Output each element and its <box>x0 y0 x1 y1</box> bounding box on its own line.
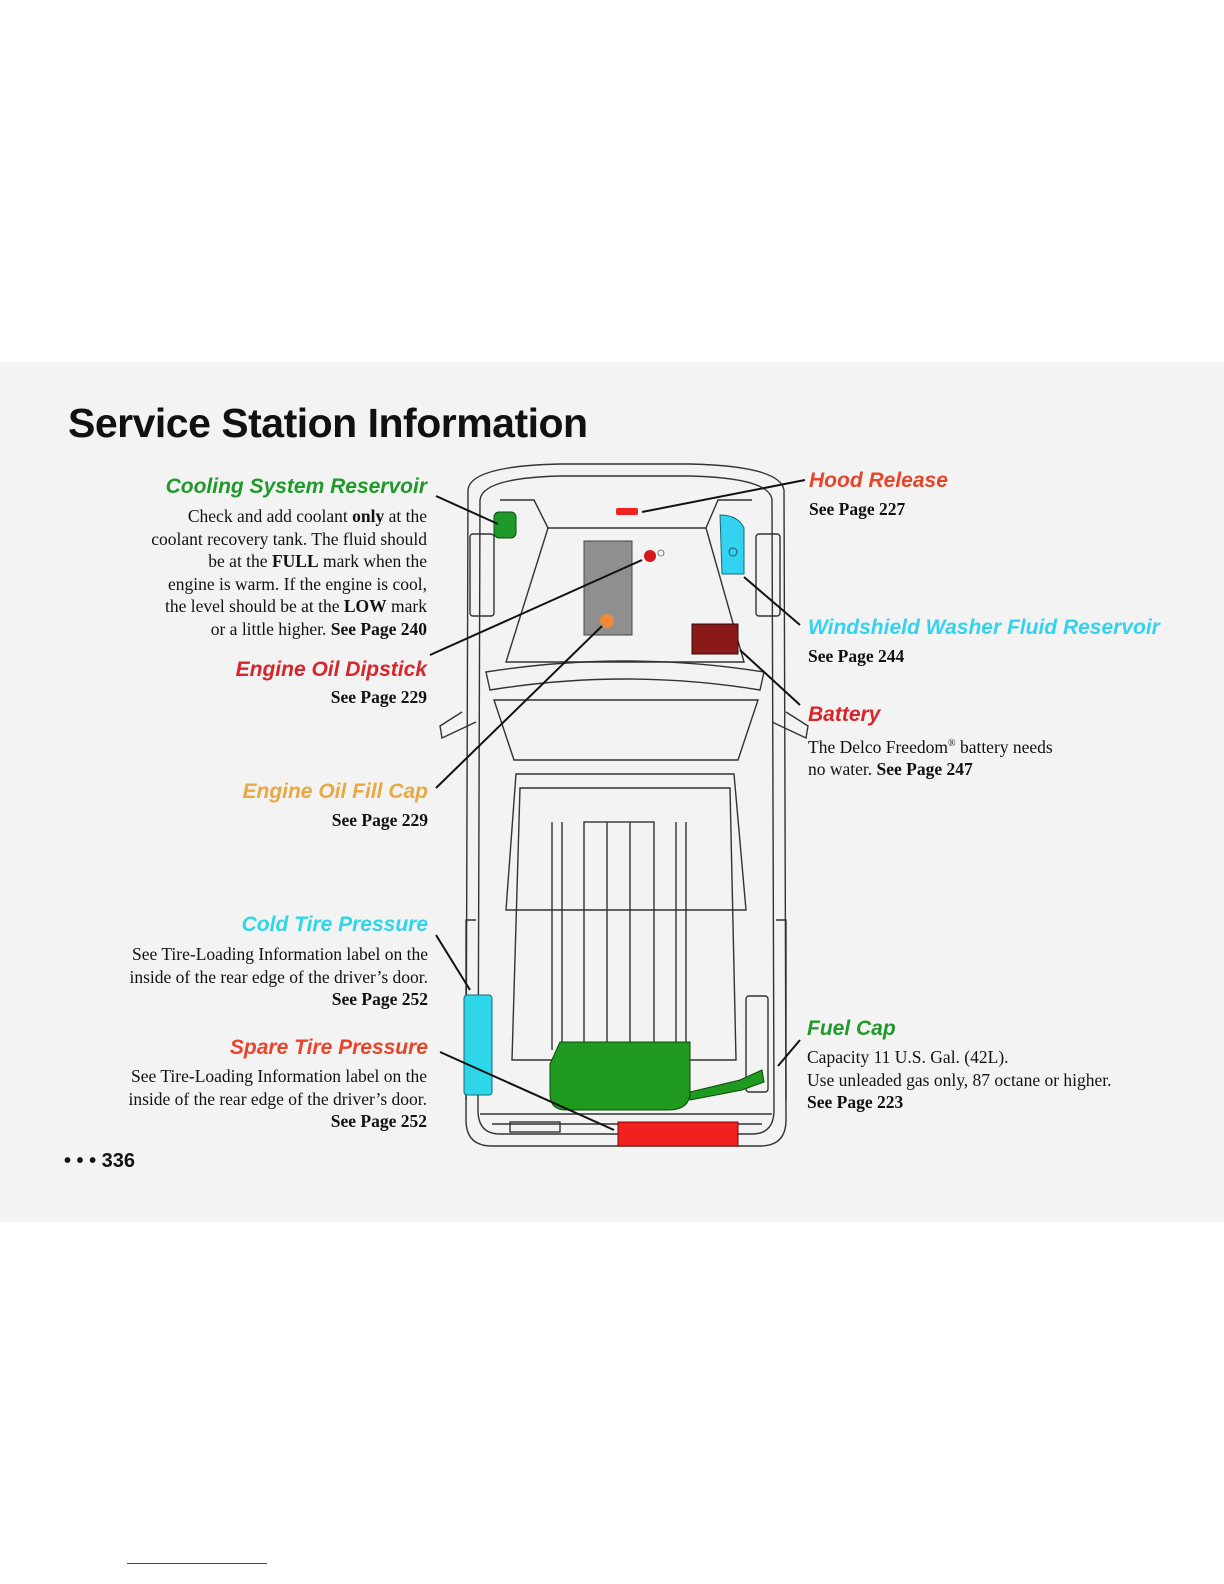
page-number: • • • 336 <box>64 1150 136 1172</box>
battery-see-page: See Page 247 <box>876 759 973 780</box>
spare-tire-line1: See Tire-Loading Information label on th… <box>131 1066 427 1086</box>
spare-tire-line2: inside of the rear edge of the driver’s … <box>128 1088 427 1109</box>
cold-tire-line1: See Tire-Loading Information label on th… <box>132 944 428 964</box>
cooling-text: engine is warm. If the engine is cool, <box>167 573 427 594</box>
cooling-line: or a little higher. See Page 240 <box>151 618 427 641</box>
oil-fill-cap-icon <box>600 614 614 628</box>
cooling-line: the level should be at the LOW mark <box>151 595 427 618</box>
cold-tire-body: See Tire-Loading Information label on th… <box>129 943 428 1011</box>
battery-body: The Delco Freedom® battery needs no wate… <box>808 733 1053 781</box>
washer-heading: Windshield Washer Fluid Reservoir <box>808 616 1160 639</box>
tire-icon <box>463 994 493 1096</box>
cooling-text: or a little higher. <box>210 618 331 639</box>
cooling-text: Check and add coolant <box>187 506 353 526</box>
cooling-line: be at the FULL mark when the <box>151 550 427 573</box>
battery-heading: Battery <box>808 703 881 726</box>
leader-lines <box>429 479 806 1131</box>
spare-tire-see-page: See Page 252 <box>330 1111 427 1132</box>
battery-icon <box>691 623 739 655</box>
hood-see-page: See Page 227 <box>809 499 906 519</box>
cooling-text: mark <box>386 596 427 617</box>
cold-tire-see-page: See Page 252 <box>331 989 428 1010</box>
battery-line1-end: battery needs <box>955 736 1053 757</box>
washer-see-page: See Page 244 <box>808 646 905 666</box>
fuel-tank-icon <box>549 1041 691 1111</box>
page-title: Service Station Information <box>68 400 588 446</box>
cooling-heading: Cooling System Reservoir <box>165 475 427 498</box>
oil-fill-heading: Engine Oil Fill Cap <box>242 780 428 803</box>
vehicle-outline <box>439 463 809 1147</box>
footer-link-underline[interactable] <box>127 1563 267 1564</box>
battery-line1: The Delco Freedom® battery needs <box>808 733 1053 758</box>
hood-release-icon <box>616 508 638 515</box>
spare-tire-heading: Spare Tire Pressure <box>229 1036 428 1059</box>
cooling-text: coolant recovery tank. The fluid should <box>151 528 427 549</box>
washer-reservoir-icon <box>719 514 745 575</box>
washer-cap-icon <box>728 547 738 557</box>
dipstick-icon <box>644 550 656 562</box>
dipstick-see-page: See Page 229 <box>330 687 427 707</box>
battery-line1-text: The Delco Freedom <box>808 736 948 757</box>
coolant-reservoir-icon <box>493 511 517 539</box>
fuel-see-page: See Page 223 <box>807 1092 904 1113</box>
cold-tire-heading: Cold Tire Pressure <box>241 913 428 936</box>
dipstick-handle-icon <box>657 549 665 557</box>
cooling-line: Check and add coolant only at the <box>151 505 427 528</box>
battery-line2: no water. See Page 247 <box>808 758 1053 781</box>
dipstick-heading: Engine Oil Dipstick <box>235 658 427 681</box>
fuel-filler-icon <box>689 1069 765 1101</box>
hood-heading: Hood Release <box>809 469 948 492</box>
cooling-text: mark when the <box>318 551 427 572</box>
spare-tire-icon <box>617 1121 739 1147</box>
cooling-text: at the <box>384 506 427 526</box>
cooling-emphasis: LOW <box>343 596 387 617</box>
fuel-line1: Capacity 11 U.S. Gal. (42L). <box>807 1047 1009 1067</box>
cooling-emphasis: See Page 240 <box>330 618 427 639</box>
battery-line2-text: no water. <box>808 759 877 780</box>
spare-tire-body: See Tire-Loading Information label on th… <box>128 1065 427 1133</box>
fuel-heading: Fuel Cap <box>807 1017 896 1040</box>
fuel-body: Capacity 11 U.S. Gal. (42L). Use unleade… <box>807 1046 1112 1114</box>
cooling-line: engine is warm. If the engine is cool, <box>151 573 427 596</box>
cooling-emphasis: only <box>352 506 385 526</box>
fuel-line2: Use unleaded gas only, 87 octane or high… <box>807 1069 1112 1090</box>
cooling-text: the level should be at the <box>165 596 344 617</box>
cooling-line: coolant recovery tank. The fluid should <box>151 528 427 551</box>
oil-fill-see-page: See Page 229 <box>331 810 428 830</box>
cold-tire-line2: inside of the rear edge of the driver’s … <box>129 966 428 987</box>
cooling-emphasis: FULL <box>271 551 319 572</box>
registered-mark: ® <box>947 738 956 749</box>
cooling-text: be at the <box>208 551 272 572</box>
